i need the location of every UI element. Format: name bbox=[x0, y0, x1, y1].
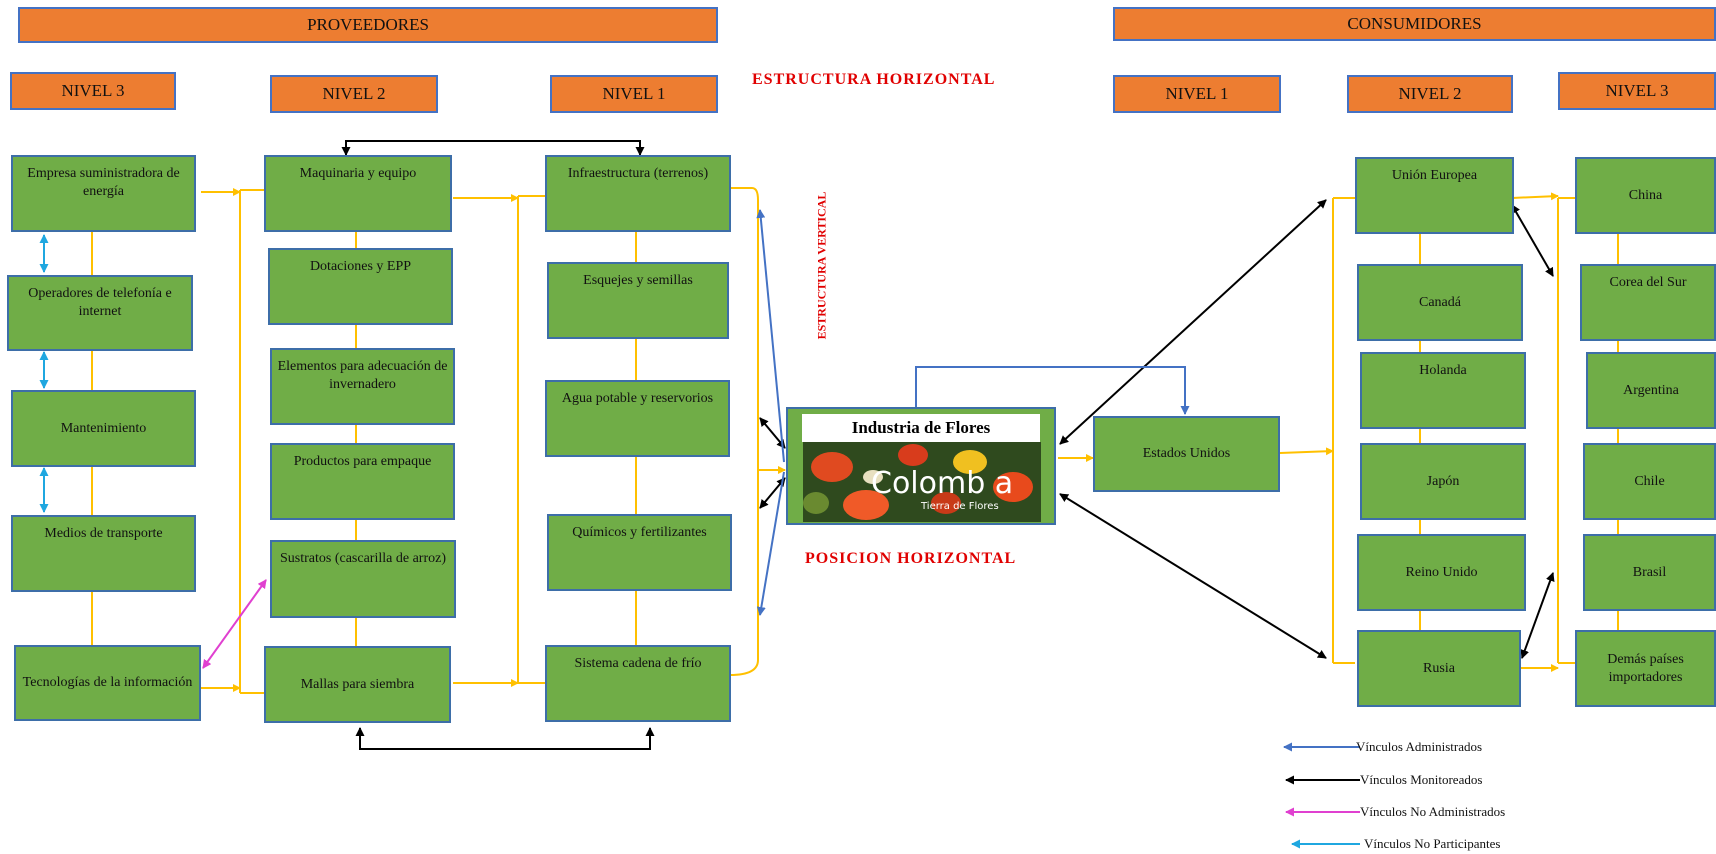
provider-node: Tecnologías de la información bbox=[14, 645, 201, 721]
photo-caption: Colomb a bbox=[871, 466, 1014, 501]
consumer-node: Rusia bbox=[1357, 630, 1521, 707]
provider-node: Sistema cadena de frío bbox=[545, 645, 731, 722]
flower-industry-title: Industria de Flores bbox=[802, 414, 1040, 442]
consumer-node: Brasil bbox=[1583, 534, 1716, 611]
monitored-link bbox=[355, 727, 655, 750]
monitored-link bbox=[759, 477, 786, 509]
consumer-node: Corea del Sur bbox=[1580, 264, 1716, 341]
provider-node: Esquejes y semillas bbox=[547, 262, 729, 339]
provider-node: Agua potable y reservorios bbox=[545, 380, 730, 457]
level-label-prov-1: NIVEL 1 bbox=[550, 75, 718, 113]
vertical-structure-label: ESTRUCTURA VERTICAL bbox=[814, 191, 829, 340]
consumer-node: Holanda bbox=[1360, 352, 1526, 429]
monitored-link bbox=[1511, 204, 1554, 277]
monitored-link bbox=[759, 417, 786, 449]
consumer-node: Canadá bbox=[1357, 264, 1523, 341]
photo-subcaption: Tierra de Flores bbox=[921, 501, 999, 512]
provider-node: Elementos para adecuación de invernadero bbox=[270, 348, 455, 425]
level-label-prov-3: NIVEL 3 bbox=[10, 72, 176, 110]
administered-link bbox=[756, 471, 785, 616]
consumer-node: Demás países importadores bbox=[1575, 630, 1716, 707]
horizontal-position-label: POSICION HORIZONTAL bbox=[805, 550, 1017, 567]
legend-label-non-participating: Vínculos No Participantes bbox=[1364, 836, 1501, 851]
monitored-link bbox=[341, 140, 645, 156]
provider-node: Mantenimiento bbox=[11, 390, 196, 467]
consumer-node: Estados Unidos bbox=[1093, 416, 1280, 492]
provider-node: Químicos y fertilizantes bbox=[547, 514, 732, 591]
flower-industry-node: Industria de Flores Colomb a Tierra de F… bbox=[786, 407, 1056, 525]
consumer-node: Japón bbox=[1360, 443, 1526, 520]
consumer-node: Reino Unido bbox=[1357, 534, 1526, 611]
non-administered-link bbox=[202, 579, 267, 669]
consumer-node: Chile bbox=[1583, 443, 1716, 520]
level-label-cons-1: NIVEL 1 bbox=[1113, 75, 1281, 113]
flower-photo: Colomb a Tierra de Flores bbox=[803, 442, 1041, 522]
legend-label-monitored: Vínculos Monitoreados bbox=[1360, 772, 1483, 787]
provider-node: Productos para empaque bbox=[270, 443, 455, 520]
provider-node: Dotaciones y EPP bbox=[268, 248, 453, 325]
monitored-link bbox=[1520, 572, 1555, 659]
provider-node: Medios de transporte bbox=[11, 515, 196, 592]
consumer-node: China bbox=[1575, 157, 1716, 234]
consumer-node: Argentina bbox=[1586, 352, 1716, 429]
provider-node: Sustratos (cascarilla de arroz) bbox=[270, 540, 456, 618]
administered-link bbox=[756, 209, 785, 463]
provider-node: Operadores de telefonía e internet bbox=[7, 275, 193, 351]
consumers-header: CONSUMIDORES bbox=[1113, 7, 1716, 41]
provider-node: Maquinaria y equipo bbox=[264, 155, 452, 232]
horizontal-structure-label: ESTRUCTURA HORIZONTAL bbox=[752, 71, 996, 88]
legend-label-administered: Vínculos Administrados bbox=[1356, 739, 1483, 754]
monitored-link bbox=[1059, 493, 1327, 659]
providers-header: PROVEEDORES bbox=[18, 7, 718, 43]
level-label-cons-3: NIVEL 3 bbox=[1558, 72, 1716, 110]
provider-node: Mallas para siembra bbox=[264, 646, 451, 723]
administered-link bbox=[915, 366, 1190, 415]
level-label-cons-2: NIVEL 2 bbox=[1347, 75, 1513, 113]
monitored-link bbox=[1059, 199, 1327, 445]
legend-label-non-administered: Vínculos No Administrados bbox=[1360, 804, 1506, 819]
flow-bracket bbox=[729, 187, 759, 676]
level-label-prov-2: NIVEL 2 bbox=[270, 75, 438, 113]
provider-node: Empresa suministradora de energía bbox=[11, 155, 196, 232]
provider-node: Infraestructura (terrenos) bbox=[545, 155, 731, 232]
consumer-node: Unión Europea bbox=[1355, 157, 1514, 234]
